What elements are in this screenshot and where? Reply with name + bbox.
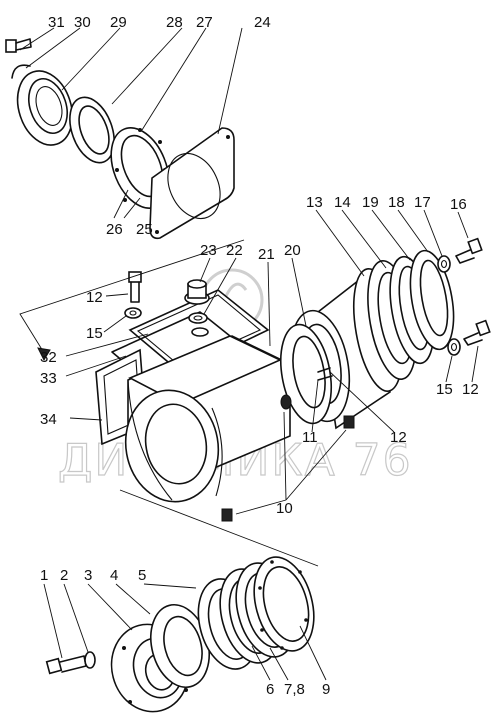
pin-11 (317, 367, 333, 381)
callout-16: 16 (450, 196, 467, 213)
callout-23: 23 (200, 242, 217, 259)
callout-10: 10 (276, 500, 293, 517)
bolt-16 (455, 237, 483, 264)
callout-4: 4 (110, 567, 118, 584)
callout-12-center: 12 (86, 289, 103, 306)
callout-labels: 31 30 29 28 27 24 26 25 13 14 19 18 17 1… (40, 14, 479, 698)
gasket-24 (149, 127, 235, 240)
plug-10-a (343, 415, 355, 429)
retaining-ring-30 (11, 64, 31, 79)
washer-15-center (124, 307, 142, 319)
washer-15-right (447, 338, 461, 356)
callout-20: 20 (284, 242, 301, 259)
callout-9: 9 (322, 681, 330, 698)
callout-30: 30 (74, 14, 91, 31)
callout-7-8: 7,8 (284, 681, 305, 698)
callout-15-center: 15 (86, 325, 103, 342)
callout-14: 14 (334, 194, 351, 211)
washer-22 (188, 312, 209, 337)
callout-34: 34 (40, 411, 57, 428)
assembly-arrow-bottom (119, 489, 319, 567)
washer-2 (84, 651, 96, 669)
callout-5: 5 (138, 567, 146, 584)
callout-18: 18 (388, 194, 405, 211)
plug-23 (184, 279, 210, 305)
callout-25: 25 (136, 221, 153, 238)
callout-1: 1 (40, 567, 48, 584)
callout-19: 19 (362, 194, 379, 211)
seal-28 (69, 96, 115, 164)
plug-10-b (221, 508, 233, 522)
flange-9 (253, 556, 315, 652)
callout-21: 21 (258, 246, 275, 263)
housing-body (95, 335, 291, 503)
cover-29 (16, 70, 74, 146)
callout-6: 6 (266, 681, 274, 698)
bolt-12-center (128, 271, 142, 303)
bolt-12-right (463, 319, 491, 346)
callout-24: 24 (254, 14, 271, 31)
bolt-1 (45, 655, 87, 675)
callout-2: 2 (60, 567, 68, 584)
callout-22: 22 (226, 242, 243, 259)
callout-29: 29 (110, 14, 127, 31)
callout-3: 3 (84, 567, 92, 584)
callout-12-right: 12 (462, 381, 479, 398)
callout-26: 26 (106, 221, 123, 238)
callout-17: 17 (414, 194, 431, 211)
callout-33: 33 (40, 370, 57, 387)
leader-lines (19, 27, 479, 681)
callout-12-mid: 12 (390, 429, 407, 446)
callout-28: 28 (166, 14, 183, 31)
callout-31: 31 (48, 14, 65, 31)
callout-13: 13 (306, 194, 323, 211)
bolt-31 (5, 38, 32, 53)
callout-32: 32 (40, 349, 57, 366)
callout-11: 11 (302, 429, 318, 446)
stud-21 (280, 394, 292, 410)
callout-15-right: 15 (436, 381, 453, 398)
callout-27: 27 (196, 14, 213, 31)
flange-18 (409, 249, 455, 351)
washer-17 (437, 255, 451, 273)
assembly-arrow-top (19, 239, 245, 362)
